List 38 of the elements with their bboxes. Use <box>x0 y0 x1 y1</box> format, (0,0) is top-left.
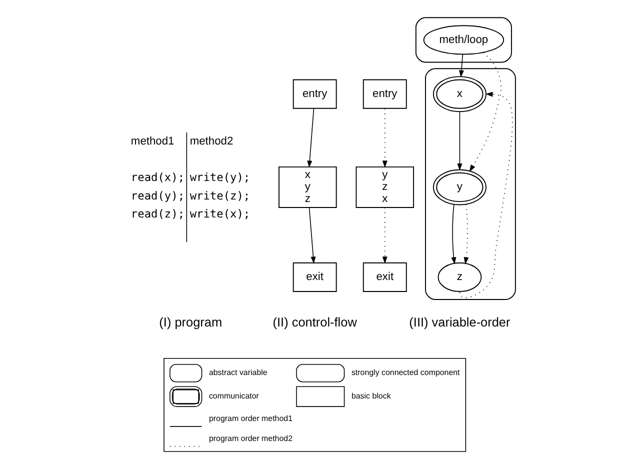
label: (II) control-flow <box>272 314 357 330</box>
label: method2 <box>190 135 234 148</box>
arrow <box>469 52 502 172</box>
legend-label: strongly connected component <box>351 368 460 378</box>
label: write(y); <box>190 171 250 184</box>
arrow <box>382 108 388 168</box>
node-box: exit <box>362 262 407 292</box>
node-box: y z x <box>356 166 414 208</box>
label: method1 <box>130 135 174 148</box>
arrow <box>457 111 462 171</box>
label: read(z); <box>130 208 185 221</box>
arrow <box>382 207 388 264</box>
label: read(x); <box>130 171 185 184</box>
legend-label: program order method2 <box>208 434 293 443</box>
node-box: entry <box>362 79 407 109</box>
label: write(z); <box>190 189 250 202</box>
arrow <box>464 204 469 264</box>
node-box: entry <box>292 79 337 109</box>
node-ellipse: x <box>432 76 486 112</box>
cluster <box>415 17 512 63</box>
legend-label: basic block <box>351 392 391 401</box>
arrow <box>307 108 314 168</box>
arrow <box>451 204 456 264</box>
node-ellipse: meth/loop <box>423 25 504 55</box>
label: (I) program <box>159 314 222 330</box>
arrow <box>308 207 316 264</box>
node-ellipse: z <box>438 262 482 292</box>
arrow <box>459 92 513 298</box>
legend-label: communicator <box>208 392 259 401</box>
arrow <box>458 54 464 78</box>
label: read(y); <box>130 189 185 202</box>
node-box: exit <box>292 262 337 292</box>
legend-label: abstract variable <box>208 368 268 378</box>
label: (III) variable-order <box>409 314 510 330</box>
legend-label: program order method1 <box>208 414 293 423</box>
node-ellipse: y <box>432 169 486 206</box>
node-box: x y z <box>278 166 337 208</box>
label: write(x); <box>190 208 250 221</box>
